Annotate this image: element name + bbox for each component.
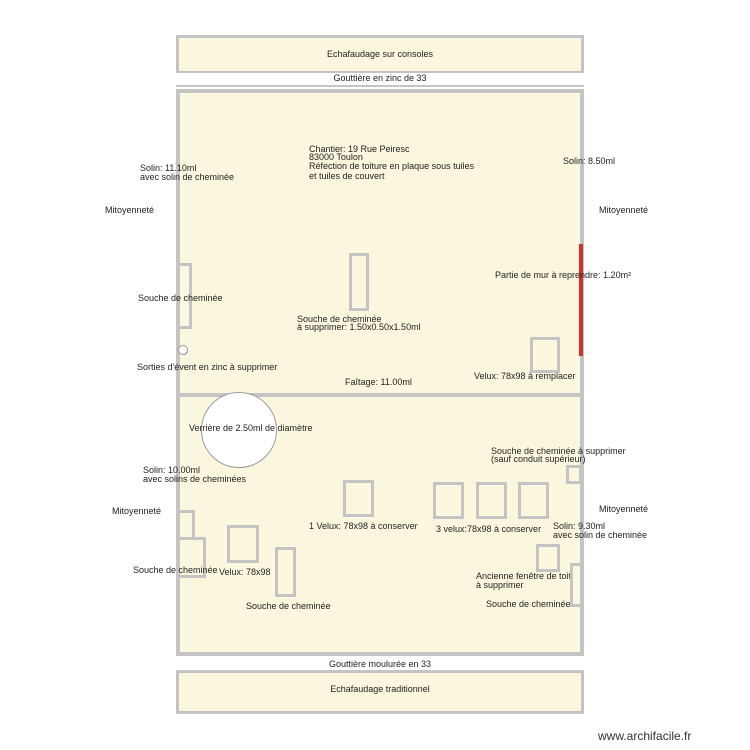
chantier-line-4: et tuiles de couvert bbox=[309, 171, 385, 181]
lower-souche-left-label: Souche de cheminée bbox=[133, 565, 218, 575]
wall-repair-marker[interactable] bbox=[579, 244, 583, 356]
lower-velux-a[interactable] bbox=[433, 482, 464, 519]
upper-souche-left-label: Souche de cheminée bbox=[138, 293, 223, 303]
upper-solin-right: Solin: 8.50ml bbox=[563, 156, 616, 166]
chantier-line-1: Chantier: 19 Rue Peiresc bbox=[309, 144, 410, 154]
upper-souche-center-2: à supprimer: 1.50x0.50x1.50ml bbox=[297, 322, 421, 332]
upper-velux-replace-label: Velux: 78x98 à remplacer bbox=[474, 371, 576, 381]
upper-sorties-label: Sorties d'évent en zinc à supprimer bbox=[137, 362, 278, 372]
upper-velux-replace[interactable] bbox=[530, 337, 560, 373]
chantier-line-3: Réfection de toiture en plaque sous tuil… bbox=[309, 161, 475, 171]
lower-velux-single[interactable] bbox=[343, 480, 374, 517]
lower-solin-right-2: avec solin de cheminée bbox=[553, 530, 648, 540]
lower-solin-left-1: Solin: 10.00ml bbox=[143, 465, 201, 475]
upper-souche-center-1: Souche de cheminée bbox=[297, 314, 382, 324]
fenetre-label-2: à supprimer bbox=[476, 580, 524, 590]
upper-chimney-center[interactable] bbox=[349, 253, 369, 311]
top-scaffold-label: Echafaudage sur consoles bbox=[326, 49, 434, 59]
lower-mitoyen-right: Mitoyenneté bbox=[599, 504, 649, 514]
upper-solin-left-2: avec solin de cheminée bbox=[140, 172, 235, 182]
upper-solin-left-1: Solin: 11.10ml bbox=[140, 163, 197, 173]
lower-souche-bottom-label: Souche de cheminée bbox=[246, 601, 331, 611]
lower-chimney-right-top[interactable] bbox=[566, 465, 582, 484]
lower-velux-three-label: 3 velux:78x98 à conserver bbox=[436, 524, 542, 534]
bottom-gutter-label: Gouttière moulurée en 33 bbox=[176, 659, 584, 669]
roof-upper-pan[interactable] bbox=[176, 89, 584, 397]
lower-solin-left-2: avec solins de cheminées bbox=[143, 474, 247, 484]
lower-chimney-left-lower[interactable] bbox=[176, 537, 206, 578]
faitage-label: Faîtage: 11.00ml bbox=[345, 377, 412, 387]
lower-chimney-bottom[interactable] bbox=[275, 547, 296, 597]
lower-mitoyen-left: Mitoyenneté bbox=[112, 506, 162, 516]
lower-velux-small-label: Velux: 78x98 bbox=[219, 567, 271, 577]
old-roof-window[interactable] bbox=[536, 544, 560, 572]
fenetre-label-1: Ancienne fenêtre de toit bbox=[476, 571, 572, 581]
upper-chimney-left[interactable] bbox=[176, 263, 192, 329]
lower-souche-right-top-1: Souche de cheminée à supprimer bbox=[491, 446, 626, 456]
lower-velux-c[interactable] bbox=[518, 482, 549, 519]
verriere-circle[interactable] bbox=[201, 392, 277, 468]
bottom-scaffold-label: Echafaudage traditionnel bbox=[330, 684, 430, 694]
lower-souche-bottom-right-label: Souche de cheminée bbox=[486, 599, 571, 609]
lower-velux-one-label: 1 Velux: 78x98 à conserver bbox=[309, 521, 418, 531]
upper-mitoyen-right: Mitoyenneté bbox=[599, 205, 649, 215]
verriere-label: Verrière de 2.50ml de diamètre bbox=[189, 423, 313, 433]
top-gutter-label: Gouttière en zinc de 33 bbox=[176, 73, 584, 83]
bottom-scaffold[interactable] bbox=[176, 670, 584, 714]
lower-velux-small[interactable] bbox=[227, 525, 259, 563]
lower-solin-right-1: Solin: 9.30ml bbox=[553, 521, 606, 531]
vent-circle-large[interactable] bbox=[178, 345, 188, 355]
lower-velux-b[interactable] bbox=[476, 482, 507, 519]
lower-chimney-left-upper[interactable] bbox=[176, 510, 195, 540]
top-gutter-line-2 bbox=[176, 85, 584, 87]
top-scaffold[interactable] bbox=[176, 35, 584, 74]
lower-chimney-bottom-right[interactable] bbox=[570, 563, 584, 607]
upper-mitoyen-left: Mitoyenneté bbox=[105, 205, 155, 215]
lower-souche-right-top-2: (sauf conduit supérieur) bbox=[491, 454, 586, 464]
watermark: www.archifacile.fr bbox=[598, 729, 692, 743]
chantier-line-2: 83000 Toulon bbox=[309, 152, 363, 162]
upper-mur-label: Partie de mur à reprendre: 1.20m² bbox=[495, 270, 632, 280]
